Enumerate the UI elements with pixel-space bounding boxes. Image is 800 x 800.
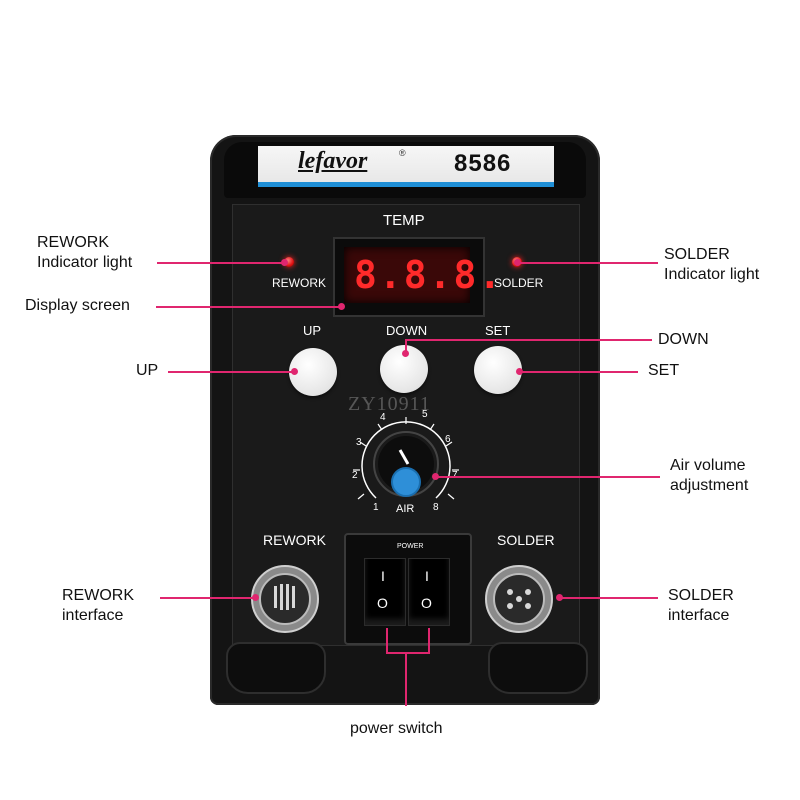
callout-air-volume-line1: Air volume (670, 457, 746, 474)
callout-power-switch: power switch (350, 720, 443, 737)
callout-line-solder-interface (560, 597, 658, 599)
callout-line-display (156, 306, 342, 308)
callout-display-screen: Display screen (25, 297, 130, 314)
rework-indicator-led (284, 257, 294, 267)
air-dial-label: AIR (396, 503, 415, 515)
callout-line-rework-interface (160, 597, 256, 599)
callout-line-up (168, 371, 294, 373)
dial-mark-4: 4 (380, 412, 386, 423)
callout-solder-interface-line1: SOLDER (668, 587, 734, 604)
rocker-left-off-mark: O (377, 595, 388, 611)
callout-dot-rework-light (281, 259, 288, 266)
callout-set: SET (648, 362, 680, 379)
dial-mark-2: 2 (352, 470, 358, 481)
callout-air-volume-line2: adjustment (670, 477, 749, 494)
callout-line-rework-light (157, 262, 285, 264)
callout-line-air (436, 476, 660, 478)
callout-solder-interface: SOLDER interface (668, 586, 734, 626)
watermark: ZY10911 (348, 393, 431, 415)
callout-rework-interface: REWORK interface (62, 586, 134, 626)
callout-dot-rework-interface (252, 594, 259, 601)
dial-mark-6: 6 (445, 434, 451, 445)
temp-label: TEMP (383, 212, 425, 229)
callout-solder-interface-line2: interface (668, 607, 730, 624)
callout-line-set (520, 371, 638, 373)
power-label: POWER (397, 543, 424, 550)
callout-line-power (405, 652, 407, 706)
callout-solder-light-line2: Indicator light (664, 266, 760, 283)
power-rocker-right[interactable] (408, 558, 450, 626)
callout-dot-set (516, 368, 523, 375)
rework-cable-gland (226, 642, 326, 694)
rocker-right-off-mark: O (421, 595, 432, 611)
callout-air-volume: Air volume adjustment (670, 456, 748, 496)
rework-port-label: REWORK (263, 532, 326, 548)
rocker-right-on-mark: I (425, 568, 429, 584)
callout-dot-display (338, 303, 345, 310)
dial-mark-8: 8 (433, 502, 439, 513)
callout-rework-light-line2: Indicator light (37, 254, 133, 271)
callout-dot-solder-light (514, 259, 521, 266)
callout-rework-interface-line2: interface (62, 607, 124, 624)
brand-logo: lefavor (298, 148, 368, 174)
callout-dot-air (432, 473, 439, 480)
set-button[interactable] (474, 346, 522, 394)
brand-label-plate: lefavor ® 8586 (258, 146, 554, 187)
dial-mark-3: 3 (356, 437, 362, 448)
callout-bracket-power (386, 628, 430, 654)
callout-line-solder-light (518, 262, 658, 264)
callout-dot-up (291, 368, 298, 375)
callout-rework-light-line1: REWORK (37, 234, 109, 251)
dial-mark-5: 5 (422, 409, 428, 420)
power-rocker-left[interactable] (364, 558, 406, 626)
solder-connector[interactable] (484, 564, 554, 634)
set-button-label: SET (485, 323, 511, 338)
solder-cable-gland (488, 642, 588, 694)
dial-mark-1: 1 (373, 502, 379, 513)
dial-mark-7: 7 (452, 470, 458, 481)
callout-rework-light: REWORK Indicator light (37, 233, 132, 273)
up-button-label: UP (303, 323, 322, 338)
callout-down: DOWN (658, 331, 709, 348)
callout-line-down-vertical (405, 339, 407, 353)
callout-solder-light-line1: SOLDER (664, 246, 730, 263)
solder-port-label: SOLDER (497, 532, 555, 548)
registered-mark: ® (399, 148, 406, 158)
callout-rework-interface-line1: REWORK (62, 587, 134, 604)
display-screen: 8.8.8. (344, 247, 501, 303)
callout-dot-down (402, 350, 409, 357)
down-button-label: DOWN (386, 323, 428, 338)
rework-led-label: REWORK (272, 276, 326, 290)
display-digits: 8.8.8. (354, 253, 504, 297)
callout-up: UP (136, 362, 159, 379)
solder-led-label: SOLDER (494, 276, 544, 290)
air-dial-scale (353, 417, 459, 500)
callout-dot-solder-interface (556, 594, 563, 601)
air-volume-knob[interactable] (376, 450, 440, 514)
callout-line-down (405, 339, 652, 341)
model-number: 8586 (454, 150, 512, 177)
rework-connector[interactable] (250, 564, 320, 634)
rocker-left-on-mark: I (381, 568, 385, 584)
callout-solder-light: SOLDER Indicator light (664, 245, 759, 285)
